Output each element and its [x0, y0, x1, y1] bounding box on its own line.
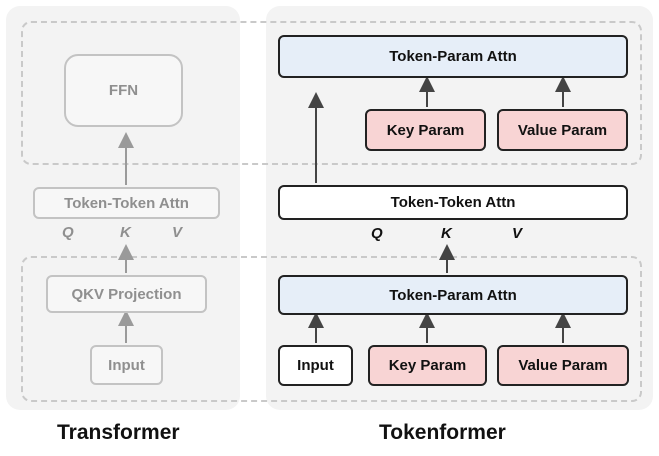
tokenformer-bottom-token-param-attn-box: Token-Param Attn: [278, 275, 628, 315]
tokenformer-top-key-param-box: Key Param: [365, 109, 486, 151]
tokenformer-input-box: Input: [278, 345, 353, 386]
tokenformer-q-label: Q: [371, 225, 383, 242]
transformer-caption: Transformer: [57, 421, 180, 444]
transformer-q-label: Q: [62, 224, 74, 241]
tokenformer-top-token-param-attn-box: Token-Param Attn: [278, 35, 628, 78]
transformer-k-label: K: [120, 224, 131, 241]
tokenformer-k-label: K: [441, 225, 452, 242]
tokenformer-token-token-attn-box: Token-Token Attn: [278, 185, 628, 220]
transformer-ffn-box: FFN: [64, 54, 183, 127]
tokenformer-top-value-param-box: Value Param: [497, 109, 628, 151]
transformer-v-label: V: [172, 224, 183, 241]
transformer-qkv-projection-box: QKV Projection: [46, 275, 207, 313]
tokenformer-bottom-value-param-box: Value Param: [497, 345, 629, 386]
tokenformer-caption: Tokenformer: [379, 421, 506, 444]
transformer-input-box: Input: [90, 345, 163, 385]
tokenformer-v-label: V: [512, 225, 523, 242]
transformer-token-token-attn-box: Token-Token Attn: [33, 187, 220, 219]
lower-block-outline: [21, 256, 642, 402]
tokenformer-bottom-key-param-box: Key Param: [368, 345, 487, 386]
upper-block-outline: [21, 21, 642, 165]
